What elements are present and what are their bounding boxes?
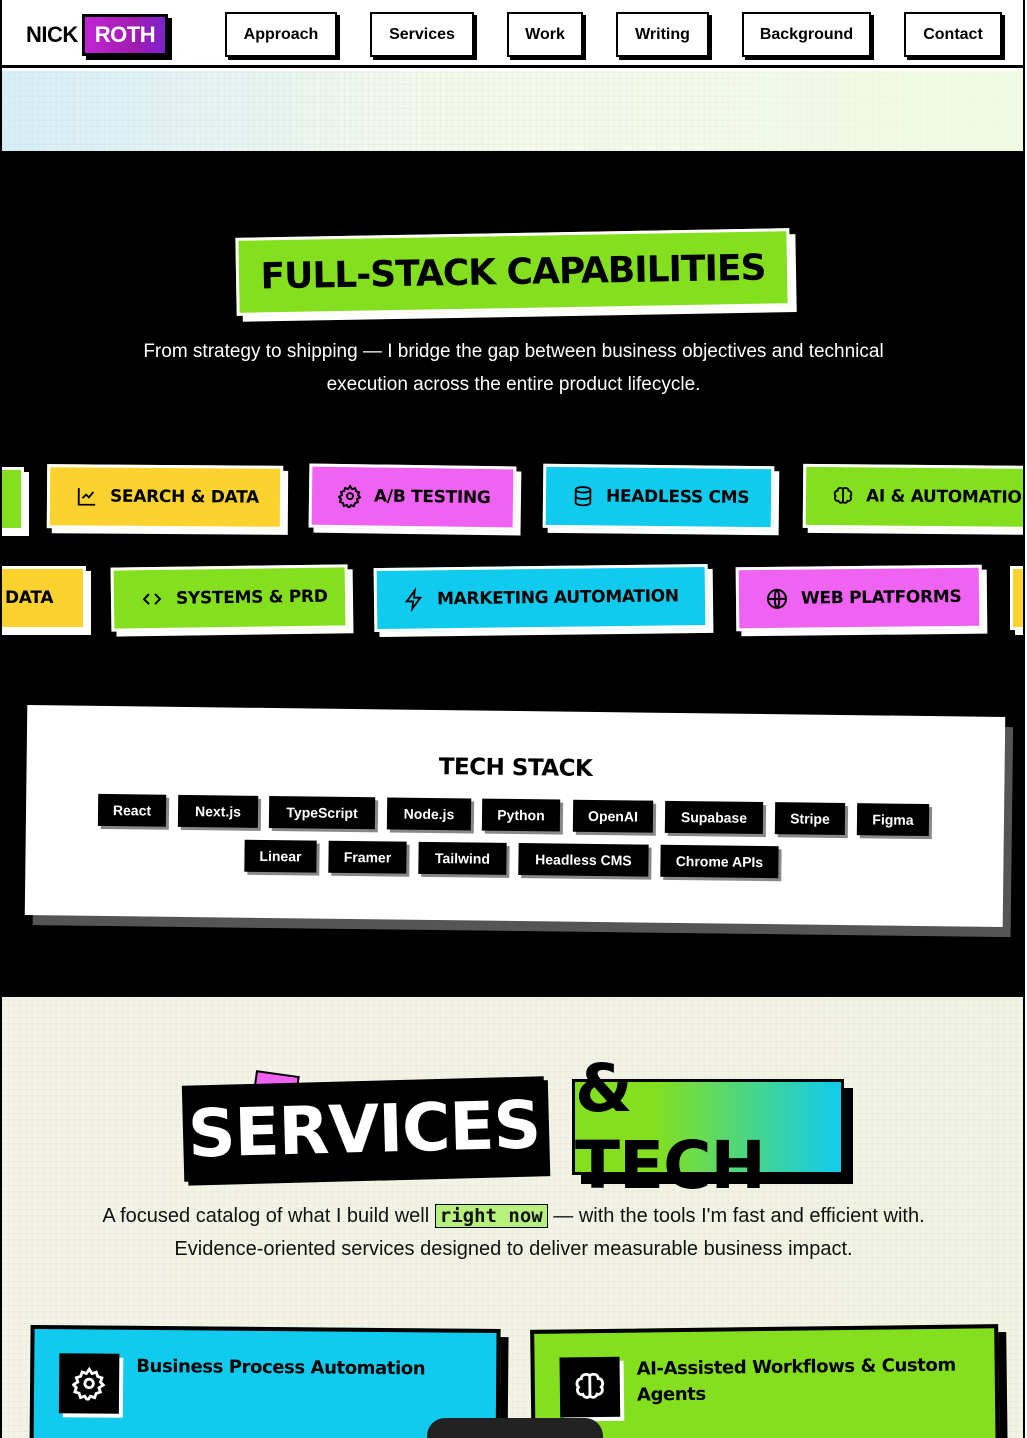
- tech-tag: Python: [481, 798, 561, 832]
- desc-after: — with the tools I'm fast and efficient …: [547, 1205, 925, 1227]
- tech-tag: Framer: [328, 840, 407, 874]
- tech-stack-title: TECH STACK: [438, 754, 593, 782]
- capability-label: DATA: [5, 588, 54, 608]
- capability-pill-edge: [2, 467, 24, 531]
- nav-approach[interactable]: Approach: [225, 12, 337, 57]
- tech-tag: Headless CMS: [518, 843, 649, 877]
- capability-pill-edge-right: [1010, 566, 1023, 630]
- capabilities-title-box: FULL-STACK CAPABILITIES: [235, 228, 791, 316]
- logo[interactable]: NICK ROTH: [26, 14, 169, 56]
- services-section: SERVICES & TECH A focused catalog of wha…: [2, 997, 1023, 1438]
- lightning-icon: [404, 587, 423, 612]
- services-title-box: SERVICES: [181, 1076, 547, 1182]
- tech-tag: Supabase: [664, 800, 764, 835]
- card-title: Business Process Automation: [136, 1355, 426, 1380]
- logo-second: ROTH: [81, 14, 169, 56]
- tech-tag: Chrome APIs: [660, 844, 779, 879]
- tech-tag: React: [97, 793, 167, 827]
- tech-tag: Stripe: [774, 802, 846, 836]
- capabilities-subtitle: From strategy to shipping — I bridge the…: [143, 341, 884, 395]
- globe-icon: [767, 588, 788, 610]
- tech-tag: TypeScript: [268, 795, 376, 830]
- capability-pill-ai-automation: AI & AUTOMATION: [802, 463, 1025, 531]
- capability-pill-search-data: SEARCH & DATA: [46, 464, 284, 530]
- capabilities-section: FULL-STACK CAPABILITIES From strategy to…: [2, 151, 1025, 997]
- tech-stack-card: TECH STACK React Next.js TypeScript Node…: [24, 705, 1006, 927]
- tech-title: & TECH: [575, 1050, 766, 1204]
- top-nav: NICK ROTH Approach Services Work Writing…: [2, 0, 1023, 68]
- capability-label: MARKETING AUTOMATION: [436, 586, 679, 610]
- service-card-ai-workflows[interactable]: AI-Assisted Workflows & Custom Agents: [530, 1324, 1000, 1438]
- code-icon: [142, 593, 162, 605]
- floating-toolbar[interactable]: [427, 1418, 603, 1438]
- nav-contact[interactable]: Contact: [904, 12, 1002, 57]
- chart-icon: [77, 488, 96, 506]
- capability-label: SEARCH & DATA: [109, 486, 260, 508]
- tech-tag: Figma: [856, 803, 930, 837]
- capability-pill-ab-testing: A/B TESTING: [308, 463, 517, 531]
- capability-pill-headless-cms: HEADLESS CMS: [542, 463, 775, 531]
- desc-before: A focused catalog of what I build well: [102, 1205, 435, 1227]
- capability-label: WEB PLATFORMS: [800, 586, 962, 609]
- service-card-process-automation[interactable]: Business Process Automation: [29, 1324, 501, 1438]
- services-title: SERVICES: [186, 1085, 542, 1173]
- tech-tag: Tailwind: [418, 841, 507, 875]
- brain-icon: [833, 486, 853, 504]
- tech-title-box: & TECH: [572, 1050, 844, 1204]
- capability-pill-data-edge: DATA: [2, 566, 86, 630]
- capability-pill-web-platforms: WEB PLATFORMS: [735, 564, 983, 632]
- capability-label: SYSTEMS & PRD: [175, 586, 328, 609]
- desc-highlight: right now: [434, 1204, 548, 1228]
- capability-label: A/B TESTING: [373, 486, 491, 509]
- capability-label: HEADLESS CMS: [605, 486, 750, 508]
- nav-writing[interactable]: Writing: [616, 12, 709, 57]
- card-icon-box: [58, 1353, 120, 1414]
- nav-background[interactable]: Background: [742, 12, 871, 57]
- tech-tag: Next.js: [177, 794, 259, 828]
- capabilities-title: FULL-STACK CAPABILITIES: [260, 247, 766, 297]
- capability-pill-marketing-automation: MARKETING AUTOMATION: [373, 563, 709, 633]
- card-title: AI-Assisted Workflows & Custom Agents: [636, 1354, 956, 1406]
- card-icon-box: [559, 1356, 621, 1418]
- brain-icon: [575, 1372, 605, 1399]
- capability-label: AI & AUTOMATION: [865, 486, 1025, 508]
- hero-strip: [2, 71, 1023, 151]
- tech-tag: Node.js: [386, 797, 472, 831]
- desc-line2: Evidence-oriented services designed to d…: [174, 1238, 853, 1260]
- nav-work[interactable]: Work: [507, 12, 583, 57]
- services-description: A focused catalog of what I build well r…: [42, 1200, 985, 1266]
- gear-icon: [71, 1366, 106, 1401]
- nav-services[interactable]: Services: [370, 12, 474, 57]
- database-icon: [574, 486, 592, 507]
- logo-first: NICK: [26, 22, 78, 47]
- tech-tag: Linear: [244, 839, 317, 873]
- gear-icon: [337, 484, 362, 509]
- capability-pill-systems-prd: SYSTEMS & PRD: [110, 564, 349, 632]
- tech-tag: OpenAI: [572, 799, 654, 833]
